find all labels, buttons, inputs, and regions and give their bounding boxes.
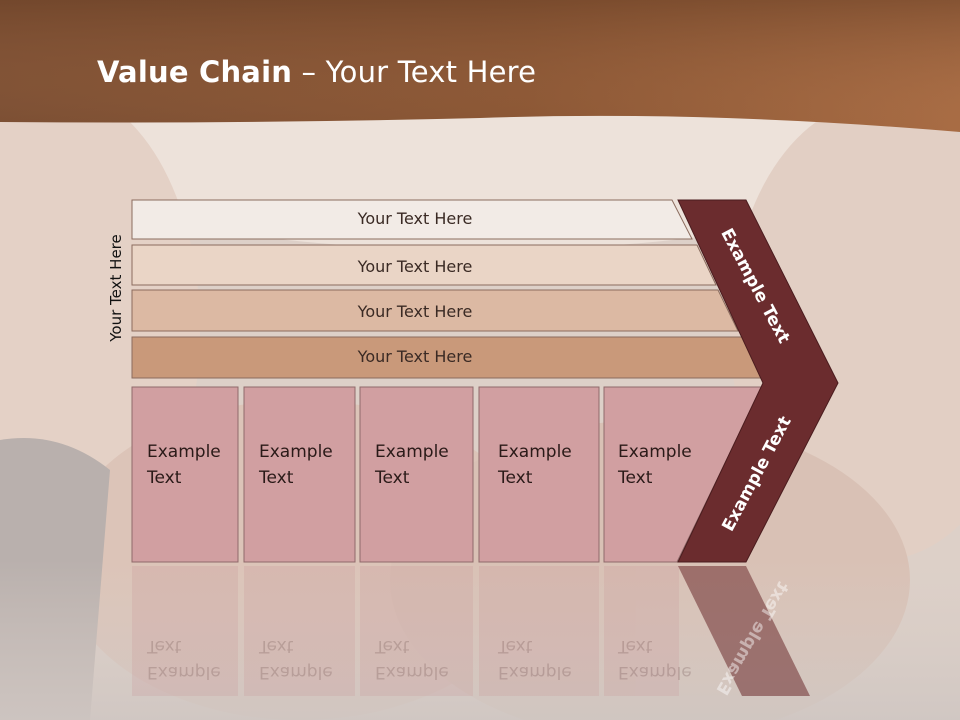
activity-cell-2 [243, 386, 356, 563]
cell-5-reflection: Example Text [618, 633, 692, 685]
cell-3-reflection-line1: Example [375, 662, 449, 682]
activity-cell-2-text: Example Text [259, 439, 333, 491]
cell-2-reflection-line2: Text [259, 636, 294, 656]
support-row-3 [131, 289, 739, 332]
support-row-3-label: Your Text Here [357, 302, 473, 321]
title-rest: – Your Text Here [292, 55, 537, 89]
cell-3-reflection-line2: Text [375, 636, 410, 656]
cell-2-reflection: Example Text [259, 633, 333, 685]
cell-3-line1: Example [375, 442, 449, 462]
cell-2-reflection-line1: Example [259, 662, 333, 682]
activity-cell-5-text: Example Text [618, 439, 692, 491]
activity-cell-4 [478, 386, 600, 563]
chevron-reflection [678, 566, 810, 696]
cell-1-reflection-line1: Example [147, 662, 221, 682]
cell-5-reflection-line2: Text [618, 636, 653, 656]
margin-chevron [677, 199, 839, 563]
cell-3-line2: Text [375, 468, 410, 488]
support-row-2 [131, 244, 717, 286]
cell-1-line1: Example [147, 442, 221, 462]
title-bold: Value Chain [97, 55, 293, 89]
slide-title: Value Chain – Your Text Here [97, 55, 536, 89]
support-row-1-label: Your Text Here [357, 209, 473, 228]
cell-4-reflection-line2: Text [498, 636, 533, 656]
cell-1-reflection: Example Text [147, 633, 221, 685]
activity-cell-3 [359, 386, 474, 563]
cell-5-line1: Example [618, 442, 692, 462]
cell-4-reflection: Example Text [498, 633, 572, 685]
cell-1-reflection-line2: Text [147, 636, 182, 656]
cell-1-line2: Text [147, 468, 182, 488]
cell-2-line2: Text [259, 468, 294, 488]
activity-cell-3-text: Example Text [375, 439, 449, 491]
cell-5-line2: Text [618, 468, 653, 488]
activity-cell-5 [603, 386, 763, 563]
support-row-1 [131, 199, 693, 240]
cell-4-reflection-line1: Example [498, 662, 572, 682]
activity-cell-1-text: Example Text [147, 439, 221, 491]
support-row-4-label: Your Text Here [357, 347, 473, 366]
cell-3-reflection: Example Text [375, 633, 449, 685]
activity-cell-4-text: Example Text [498, 439, 572, 491]
cell-5-reflection-line1: Example [618, 662, 692, 682]
cell-2-line1: Example [259, 442, 333, 462]
activity-cell-1 [131, 386, 239, 563]
cell-4-line2: Text [498, 468, 533, 488]
cell-4-line1: Example [498, 442, 572, 462]
support-row-2-label: Your Text Here [357, 257, 473, 276]
reflection [132, 566, 679, 696]
